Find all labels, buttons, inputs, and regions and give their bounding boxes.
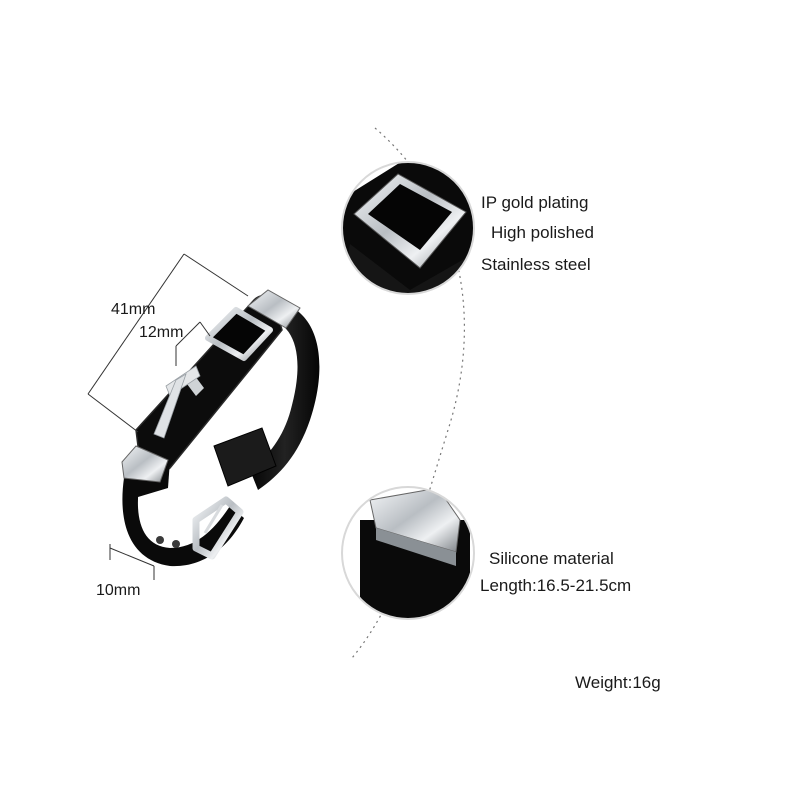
end-cap-top [247, 289, 301, 329]
band-dimension-label: 10mm [96, 582, 141, 599]
detail-plate-zoom [341, 161, 475, 295]
plating-label: IP gold plating [481, 193, 589, 212]
strap-hole [156, 536, 164, 544]
buckle-icon [192, 496, 244, 560]
dimension-12mm [175, 321, 211, 366]
strap-back [250, 300, 320, 490]
polish-label: High polished [491, 223, 595, 242]
silicone-label: Silicone material [489, 549, 614, 568]
end-cap-bottom [121, 445, 169, 483]
strap-keeper [213, 427, 277, 487]
strap-lower [122, 478, 244, 567]
width-dimension-label: 41mm [111, 301, 156, 318]
plate-dimension-label: 12mm [139, 324, 184, 341]
material-label: Stainless steel [481, 255, 591, 274]
weight-label: Weight:16g [575, 673, 661, 692]
dimension-41mm [87, 253, 249, 433]
strap-hole [172, 540, 180, 548]
bracelet [121, 289, 320, 567]
dimension-10mm [109, 544, 155, 580]
length-label: Length:16.5-21.5cm [480, 576, 632, 595]
square-window [205, 307, 273, 361]
detail-endcap-zoom [341, 486, 475, 620]
cross-icon [153, 365, 204, 439]
